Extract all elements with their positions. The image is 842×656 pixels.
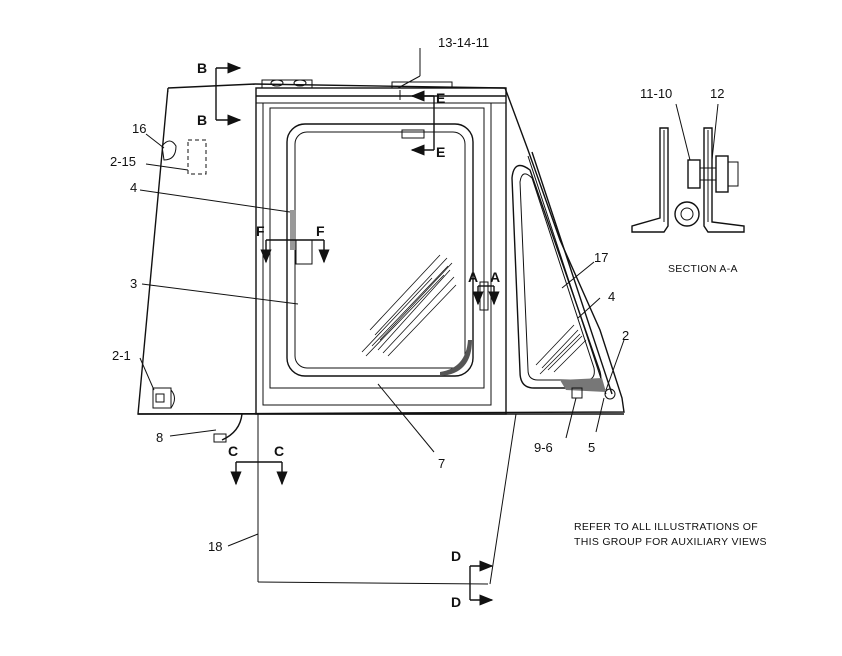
- callout-7: 7: [438, 456, 445, 471]
- door-window: [286, 123, 474, 377]
- door-frame: [255, 87, 507, 415]
- left-parts: [152, 139, 207, 409]
- callout-18: 18: [208, 539, 222, 554]
- callout-9-6: 9-6: [534, 440, 553, 455]
- lower-extension: [257, 413, 517, 585]
- roof-hardware: [261, 79, 453, 100]
- side-window-reflection: [535, 324, 587, 375]
- section-a-marker: [472, 285, 500, 306]
- section-a-right: A: [490, 269, 500, 285]
- section-c-left: C: [228, 443, 238, 459]
- callout-13-14-11: 13-14-11: [438, 35, 489, 50]
- callout-2-right: 2: [622, 328, 629, 343]
- glass-reflection: [361, 254, 457, 357]
- section-c-right: C: [274, 443, 284, 459]
- section-letters: B B E E F F A A C C D D: [197, 60, 500, 610]
- callout-4-right: 4: [608, 289, 615, 304]
- section-a-a-detail: [631, 103, 745, 233]
- section-e-bottom: E: [436, 144, 445, 160]
- callout-2-1: 2-1: [112, 348, 131, 363]
- section-b-top: B: [197, 60, 207, 76]
- callout-16: 16: [132, 121, 146, 136]
- callout-5: 5: [588, 440, 595, 455]
- section-e-marker: [410, 90, 435, 156]
- callout-4-left: 4: [130, 180, 137, 195]
- section-f-marker: [260, 239, 330, 264]
- auxiliary-note-line1: REFER TO ALL ILLUSTRATIONS OF: [574, 521, 758, 533]
- callout-17: 17: [594, 250, 608, 265]
- section-f-right: F: [316, 223, 325, 239]
- section-b-bottom: B: [197, 112, 207, 128]
- callout-11-10: 11-10: [640, 86, 672, 101]
- auxiliary-note-line2: THIS GROUP FOR AUXILIARY VIEWS: [574, 536, 767, 548]
- section-c-marker: [230, 461, 288, 486]
- callout-12: 12: [710, 86, 724, 101]
- section-e-top: E: [436, 90, 445, 106]
- callout-8: 8: [156, 430, 163, 445]
- section-a-left: A: [468, 269, 478, 285]
- leader-lines: [139, 48, 625, 547]
- section-a-a-title: SECTION A-A: [668, 263, 738, 275]
- section-d-marker: [469, 560, 494, 606]
- right-hardware: [571, 387, 616, 400]
- side-seal-stipple: [560, 378, 606, 392]
- cab-body: [137, 83, 625, 415]
- section-f-left: F: [256, 223, 265, 239]
- section-d-bottom: D: [451, 594, 461, 610]
- door-latch: [295, 239, 489, 311]
- callout-3: 3: [130, 276, 137, 291]
- cable-8: [213, 413, 243, 443]
- section-d-top: D: [451, 548, 461, 564]
- callout-labels: 13-14-11 16 2-15 4 3 2-1 8 7 18 17 4 2 5…: [110, 35, 724, 554]
- section-b-marker: [215, 62, 242, 126]
- side-window: [511, 151, 613, 395]
- callout-2-15: 2-15: [110, 154, 136, 169]
